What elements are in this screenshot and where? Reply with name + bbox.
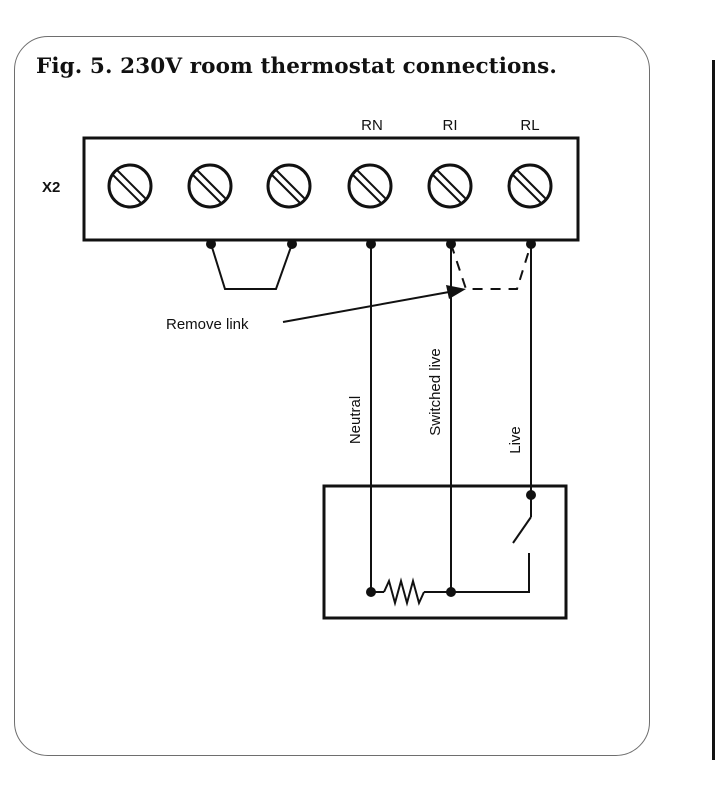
dashed-link [450,243,532,290]
terminal-screw-ri [427,163,473,209]
switched-live-junction-dot [446,587,456,597]
terminal-screw-rn [347,163,393,209]
terminal-label-rl: RL [520,117,539,134]
remove-link-label: Remove link [166,316,249,333]
terminal-label-rn: RN [361,117,383,134]
neutral-junction-dot [366,587,376,597]
terminal-screw-3 [266,163,312,209]
terminal-label-ri: RI [443,117,458,134]
terminal-screw-1 [107,163,153,209]
thermostat-box [322,484,568,620]
switched-live-wire-label: Switched live [427,348,444,436]
existing-link [210,243,293,290]
adjacent-panel-edge [712,60,720,760]
switch-blade [512,516,532,544]
resistor-symbol [383,577,425,607]
remove-link-pointer [282,291,450,323]
terminal-screw-rl [507,163,553,209]
terminal-block-label: X2 [42,179,60,196]
live-wire-label: Live [507,426,524,454]
switch-return-wire [451,553,530,593]
figure-title: Fig. 5. 230V room thermostat connections… [36,54,557,79]
terminal-block [82,136,580,242]
terminal-screw-2 [187,163,233,209]
remove-link-arrowhead [446,285,466,299]
neutral-wire-label: Neutral [347,396,364,444]
